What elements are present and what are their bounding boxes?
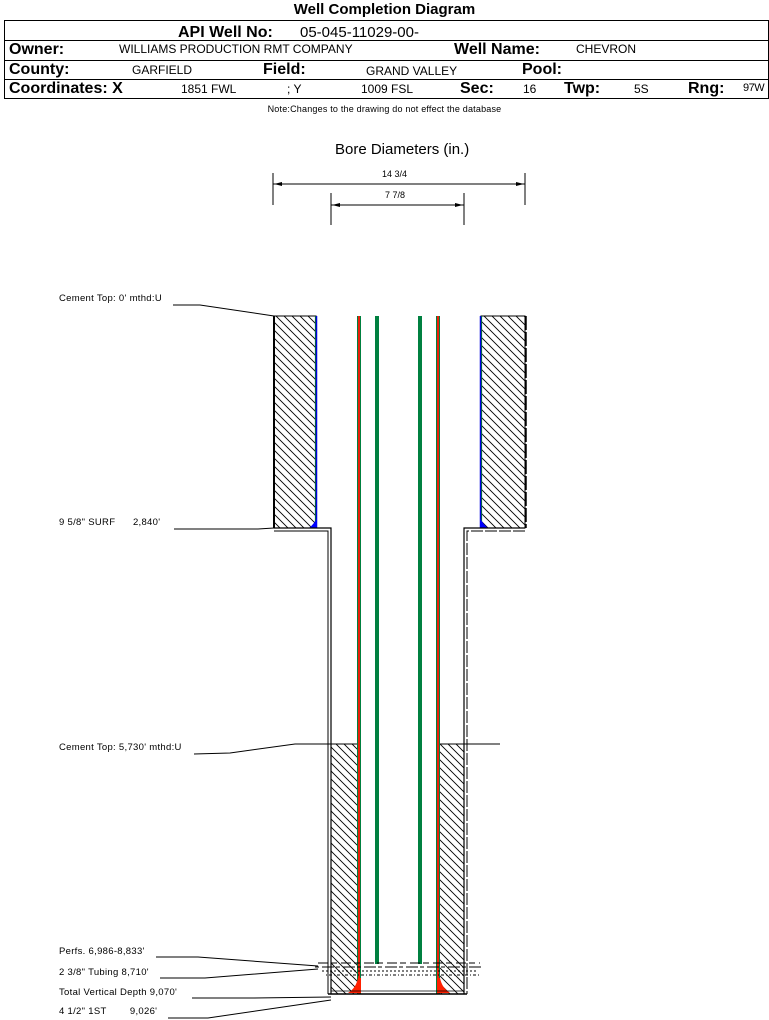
tubing-left bbox=[375, 316, 379, 964]
county-label: County: bbox=[9, 61, 70, 78]
sec-label: Sec: bbox=[460, 80, 494, 97]
header-divider bbox=[4, 40, 769, 41]
county-value: GARFIELD bbox=[132, 63, 193, 77]
twp-value: 5S bbox=[634, 82, 649, 96]
label-production-casing: 4 1/2" 1ST 9,026' bbox=[59, 1006, 158, 1017]
label-perfs: Perfs. 6,986-8,833' bbox=[59, 946, 145, 957]
leader-production-casing bbox=[168, 999, 332, 1019]
rng-label: Rng: bbox=[688, 80, 725, 97]
disclaimer-note: Note:Changes to the drawing do not effec… bbox=[267, 104, 502, 114]
leader-total-depth bbox=[192, 996, 332, 999]
bore-outer-diameter: 14 3/4 bbox=[382, 169, 408, 179]
leader-surface-casing bbox=[174, 527, 275, 530]
label-cement-top-2: Cement Top: 5,730' mthd:U bbox=[59, 742, 182, 753]
production-casing-shoe-right bbox=[437, 978, 450, 993]
owner-value: WILLIAMS PRODUCTION RMT COMPANY bbox=[119, 42, 353, 56]
rng-value: 97W bbox=[743, 82, 765, 94]
leader-cement-top-2 bbox=[193, 743, 331, 755]
coordinates-label: Coordinates: X bbox=[9, 80, 123, 97]
leader-cement-top-1 bbox=[173, 304, 275, 317]
production-casing-shoe-left bbox=[348, 978, 361, 993]
coord-y-value: 1009 FSL bbox=[361, 82, 414, 96]
pool-label: Pool: bbox=[522, 61, 562, 78]
label-tubing: 2 3/8" Tubing 8,710' bbox=[59, 967, 149, 978]
perforation-zone bbox=[315, 962, 482, 976]
production-cement-left bbox=[331, 744, 358, 994]
leader-tubing bbox=[160, 968, 319, 979]
bore-dimension-inner bbox=[330, 193, 465, 225]
coord-y-separator: ; Y bbox=[287, 82, 302, 96]
owner-label: Owner: bbox=[9, 41, 65, 58]
header-border-top bbox=[4, 20, 769, 21]
surface-casing-shoe-right bbox=[480, 518, 488, 528]
field-label: Field: bbox=[263, 61, 306, 78]
bore-dimension-outer bbox=[272, 173, 526, 205]
diagram-title: Well Completion Diagram bbox=[293, 1, 476, 18]
sec-value: 16 bbox=[523, 82, 537, 96]
bore-diameters-title: Bore Diameters (in.) bbox=[335, 141, 470, 158]
leader-perfs bbox=[156, 956, 319, 967]
twp-label: Twp: bbox=[564, 80, 601, 97]
surface-cement-left bbox=[273, 315, 317, 529]
well-name-value: CHEVRON bbox=[576, 42, 637, 56]
label-cement-top-1: Cement Top: 0' mthd:U bbox=[59, 293, 162, 304]
api-value: 05-045-11029-00- bbox=[300, 24, 419, 41]
api-label: API Well No: bbox=[178, 24, 273, 41]
header-divider bbox=[4, 60, 769, 61]
label-total-depth: Total Vertical Depth 9,070' bbox=[59, 987, 178, 998]
tubing-right bbox=[418, 316, 422, 964]
field-value: GRAND VALLEY bbox=[366, 64, 458, 78]
production-cement-right bbox=[440, 744, 464, 994]
label-surface-casing: 9 5/8" SURF 2,840' bbox=[59, 517, 161, 528]
surface-cement-right bbox=[480, 315, 526, 529]
coord-x-value: 1851 FWL bbox=[181, 82, 237, 96]
well-name-label: Well Name: bbox=[454, 41, 540, 58]
bore-inner-diameter: 7 7/8 bbox=[385, 190, 406, 200]
surface-casing-shoe-left bbox=[309, 518, 317, 528]
header-border-bottom bbox=[4, 98, 769, 99]
header-divider bbox=[4, 79, 769, 80]
